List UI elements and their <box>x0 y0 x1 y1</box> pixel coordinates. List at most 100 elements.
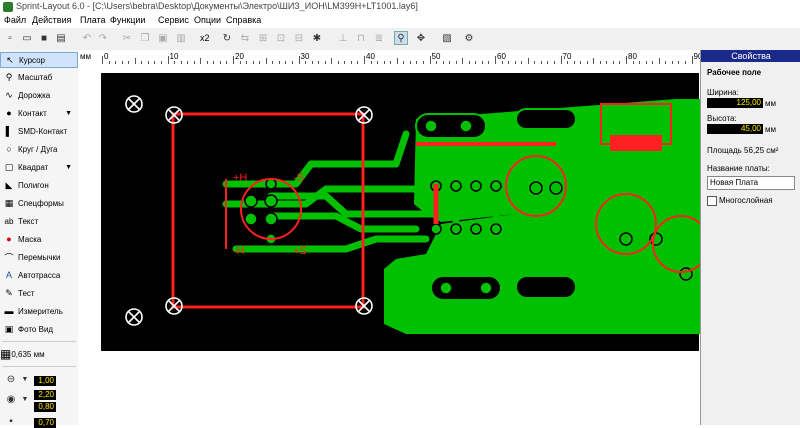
lock-icon[interactable]: ⊓ <box>357 32 365 44</box>
pad[interactable] <box>470 180 482 192</box>
menu-bar: Файл Действия Плата Функции Сервис Опции… <box>0 14 800 28</box>
tool-text[interactable]: ab Текст <box>0 213 78 229</box>
dropdown-arrow-icon[interactable]: ▼ <box>21 375 29 383</box>
delete-icon[interactable]: ▥ <box>176 32 186 44</box>
grid-selector[interactable]: ▦ 0,635 мм <box>0 346 78 362</box>
connect-icon[interactable]: ⊥ <box>338 32 348 44</box>
dropdown-arrow-icon[interactable]: ▼ <box>65 163 72 171</box>
pad[interactable] <box>264 212 278 226</box>
save-icon[interactable]: ■ <box>40 32 48 44</box>
pad[interactable] <box>619 232 633 246</box>
pad-outer-field[interactable]: 2,20 <box>34 390 56 400</box>
copy-icon[interactable]: ❐ <box>140 32 150 44</box>
new-file-icon[interactable]: ▫ <box>8 32 12 44</box>
pad[interactable] <box>264 194 278 208</box>
dropdown-arrow-icon[interactable]: ▼ <box>21 395 29 403</box>
menu-board[interactable]: Плата <box>80 15 106 25</box>
undo-icon[interactable]: ↶ <box>82 32 92 44</box>
mounting-hole[interactable] <box>355 297 373 315</box>
menu-help[interactable]: Справка <box>226 15 262 25</box>
tool-circle[interactable]: ○ Круг / Дуга <box>0 141 78 157</box>
workspace-canvas[interactable]: +H -S -H +S <box>96 64 710 425</box>
redo-icon[interactable]: ↷ <box>98 32 108 44</box>
fit-icon[interactable]: ✥ <box>416 32 426 44</box>
pad[interactable] <box>450 180 462 192</box>
mounting-hole[interactable] <box>355 106 373 124</box>
menu-options[interactable]: Опции <box>194 15 222 25</box>
tool-mask[interactable]: ● Маска <box>0 231 78 247</box>
tool-test[interactable]: ✎ Тест <box>0 285 78 301</box>
mounting-hole[interactable] <box>125 95 143 113</box>
open-file-icon[interactable]: ▭ <box>22 32 32 44</box>
mounting-hole[interactable] <box>165 297 183 315</box>
tool-jumper[interactable]: ⌒ Перемычки <box>0 249 78 265</box>
pad[interactable] <box>265 178 277 190</box>
tool-polygon[interactable]: ◣ Полигон <box>0 177 78 193</box>
tool-zoom[interactable]: ⚲ Масштаб <box>0 69 78 85</box>
pad[interactable] <box>244 194 258 208</box>
tool-track[interactable]: ∿ Дорожка <box>0 87 78 103</box>
tool-photo-view[interactable]: ▣ Фото Вид <box>0 321 78 337</box>
menu-service[interactable]: Сервис <box>158 15 189 25</box>
tool-smd-pad[interactable]: ▌ SMD-Контакт <box>0 123 78 139</box>
ruler-tick <box>495 56 496 64</box>
mounting-hole[interactable] <box>125 308 143 326</box>
ruler-tick <box>102 56 103 64</box>
trace[interactable] <box>232 235 430 253</box>
pad[interactable] <box>459 119 473 133</box>
height-field[interactable]: 45,00 <box>707 124 763 134</box>
pad[interactable] <box>244 212 258 226</box>
cut-icon[interactable]: ✂ <box>122 32 132 44</box>
zoom-x2-button[interactable]: x2 <box>200 33 210 43</box>
multilayer-checkbox[interactable] <box>707 196 717 206</box>
pad[interactable] <box>439 281 453 295</box>
tool-special-form[interactable]: ▦ Спецформы <box>0 195 78 211</box>
pad-inner-field[interactable]: 0,80 <box>34 402 56 412</box>
width-unit: мм <box>765 99 776 108</box>
track-width-field[interactable]: 1,00 <box>34 376 56 386</box>
paste-icon[interactable]: ▣ <box>158 32 168 44</box>
pad[interactable] <box>450 223 462 235</box>
pad-oval[interactable] <box>515 275 577 299</box>
smd-size-field[interactable]: 0,70 <box>34 418 56 428</box>
menu-file[interactable]: Файл <box>4 15 27 25</box>
gear-icon[interactable]: ⚙ <box>464 32 474 44</box>
pcb-board[interactable]: +H -S -H +S <box>96 64 710 425</box>
trace[interactable] <box>267 212 420 233</box>
pad[interactable] <box>490 180 502 192</box>
tool-cursor[interactable]: ↖ Курсор <box>0 52 78 68</box>
settings-icon[interactable]: ✱ <box>312 32 322 44</box>
pad[interactable] <box>490 223 502 235</box>
pad[interactable] <box>529 181 543 195</box>
menu-functions[interactable]: Функции <box>110 15 146 25</box>
width-field[interactable]: 125,00 <box>707 98 763 108</box>
mirror-icon[interactable]: ⇆ <box>240 32 250 44</box>
ungroup-icon[interactable]: ⊟ <box>294 32 304 44</box>
zoom-tool-icon[interactable]: ⚲ <box>394 31 408 45</box>
ruler-tick <box>141 61 143 64</box>
pad[interactable] <box>430 223 442 235</box>
align-icon[interactable]: ⊞ <box>258 32 268 44</box>
tool-panel: ↖ Курсор ⚲ Масштаб ∿ Дорожка ● Контакт ▼… <box>0 50 79 428</box>
board-name-input[interactable]: Новая Плата <box>707 176 795 190</box>
group-icon[interactable]: ⊡ <box>276 32 286 44</box>
tool-ruler[interactable]: ▬ Измеритель <box>0 303 78 319</box>
layers-icon[interactable]: ≣ <box>374 32 384 44</box>
pad[interactable] <box>424 119 438 133</box>
pad[interactable] <box>479 281 493 295</box>
pad[interactable] <box>549 181 563 195</box>
pad-oval[interactable] <box>515 108 577 130</box>
tool-autoroute[interactable]: A Автотрасса <box>0 267 78 283</box>
export-icon[interactable]: ▧ <box>442 32 452 44</box>
tool-pad[interactable]: ● Контакт ▼ <box>0 105 78 121</box>
print-icon[interactable]: ▤ <box>56 32 66 44</box>
rotate-icon[interactable]: ↻ <box>222 32 232 44</box>
menu-actions[interactable]: Действия <box>32 15 72 25</box>
mounting-holes <box>125 95 373 326</box>
mounting-hole[interactable] <box>165 106 183 124</box>
tool-label: Автотрасса <box>18 270 61 280</box>
pad[interactable] <box>470 223 482 235</box>
tool-square[interactable]: ▢ Квадрат ▼ <box>0 159 78 175</box>
dropdown-arrow-icon[interactable]: ▼ <box>65 109 72 117</box>
ruler-tick <box>324 61 326 64</box>
